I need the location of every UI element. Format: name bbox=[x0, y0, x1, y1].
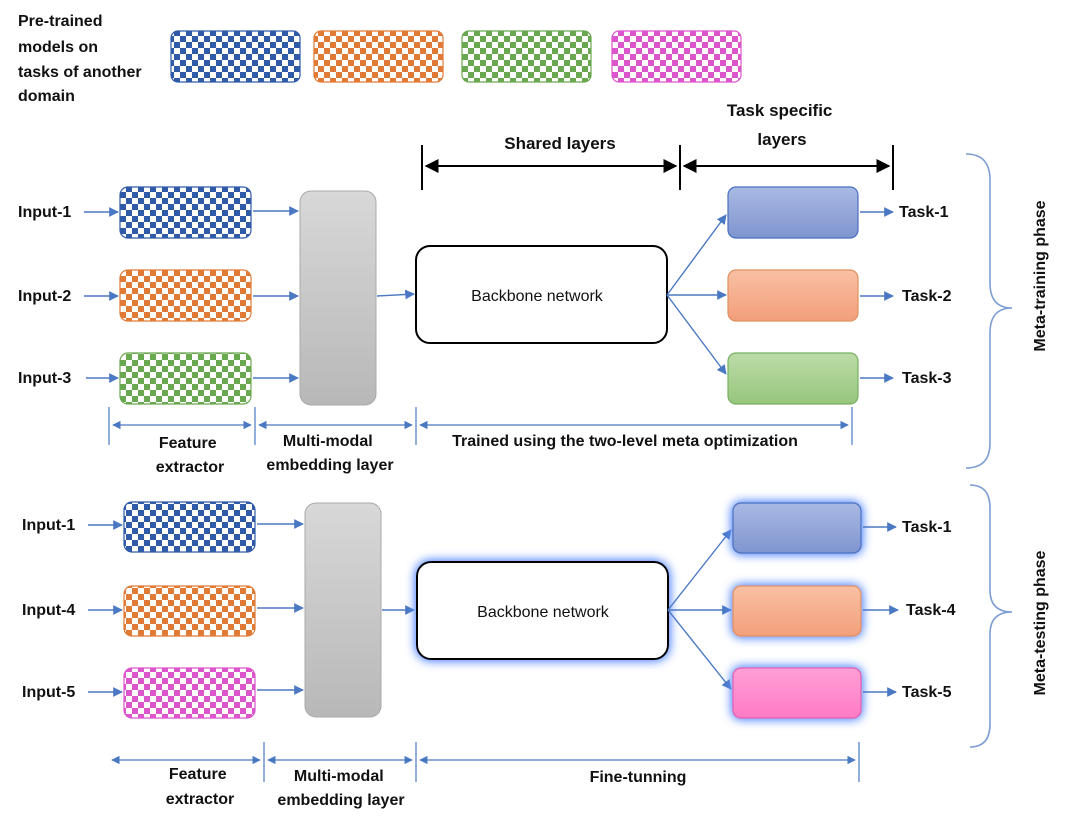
test-task-head-4 bbox=[732, 585, 862, 637]
task-specific-label: Task specific layers bbox=[727, 101, 837, 149]
train-feature-extractor-blue bbox=[119, 186, 252, 239]
train-embedding-caption: Multi-modal embedding layer bbox=[266, 433, 393, 474]
test-task-5-label: Task-5 bbox=[902, 684, 952, 701]
train-input-arrows bbox=[84, 207, 119, 383]
test-feature-extractor-magenta bbox=[123, 667, 256, 719]
pretrained-model-orange bbox=[313, 30, 444, 83]
train-feature-extractor-caption: Feature extractor bbox=[156, 435, 224, 476]
test-task-1-label: Task-1 bbox=[902, 519, 952, 536]
train-task-arrows bbox=[860, 207, 894, 383]
test-feature-extractor-blue bbox=[123, 501, 256, 553]
test-extractor-arrows bbox=[257, 519, 304, 695]
test-backbone-label: Backbone network bbox=[477, 604, 610, 621]
train-trained-caption: Trained using the two-level meta optimiz… bbox=[452, 433, 798, 450]
train-feature-extractor-orange bbox=[119, 269, 252, 322]
test-embedding-layer bbox=[304, 502, 382, 718]
train-task-head-1 bbox=[727, 186, 859, 239]
train-input-2-label: Input-2 bbox=[18, 288, 71, 305]
train-feature-extractor-green bbox=[119, 352, 252, 405]
train-extractor-arrows bbox=[253, 206, 299, 383]
test-backbone-arrows bbox=[667, 529, 732, 690]
train-task-head-2 bbox=[727, 269, 859, 322]
train-input-1-label: Input-1 bbox=[18, 204, 71, 221]
train-task-2-label: Task-2 bbox=[902, 288, 952, 305]
shared-layers-label: Shared layers bbox=[504, 134, 616, 153]
test-input-4-label: Input-4 bbox=[22, 602, 75, 619]
pretrained-label: Pre-trained models on tasks of another d… bbox=[18, 13, 146, 105]
pretrained-model-magenta bbox=[611, 30, 742, 83]
train-backbone-label: Backbone network bbox=[471, 288, 604, 305]
test-span-markers bbox=[111, 742, 860, 782]
train-backbone-arrows bbox=[666, 214, 727, 375]
header-span-markers bbox=[421, 145, 894, 190]
meta-training-phase-label: Meta-training phase bbox=[1032, 200, 1049, 351]
test-embedding-caption: Multi-modal embedding layer bbox=[277, 768, 404, 809]
train-embedding-arrow bbox=[376, 289, 415, 300]
test-input-5-label: Input-5 bbox=[22, 684, 75, 701]
train-task-1-label: Task-1 bbox=[899, 204, 949, 221]
meta-testing-phase-label: Meta-testing phase bbox=[1032, 550, 1049, 695]
meta-testing-brace bbox=[969, 484, 1013, 748]
meta-training-section: Input-1 Input-2 Input-3 Backbone network bbox=[18, 153, 1049, 476]
train-embedding-layer bbox=[299, 190, 377, 406]
train-task-3-label: Task-3 bbox=[902, 370, 952, 387]
test-task-4-label: Task-4 bbox=[906, 602, 956, 619]
test-finetune-caption: Fine-tunning bbox=[590, 769, 687, 786]
train-task-head-3 bbox=[727, 352, 859, 405]
pretrained-model-blue bbox=[170, 30, 301, 83]
pretrained-model-green bbox=[461, 30, 592, 83]
test-task-head-1 bbox=[732, 502, 862, 554]
train-span-markers bbox=[108, 407, 853, 445]
test-task-arrows bbox=[863, 522, 899, 697]
test-input-1-label: Input-1 bbox=[22, 517, 75, 534]
test-feature-extractor-orange bbox=[123, 585, 256, 637]
test-input-arrows bbox=[88, 520, 123, 697]
train-input-3-label: Input-3 bbox=[18, 370, 71, 387]
test-task-head-5 bbox=[732, 667, 862, 719]
meta-testing-section: Input-1 Input-4 Input-5 Backbone network bbox=[22, 484, 1049, 809]
test-feature-extractor-caption: Feature extractor bbox=[166, 766, 234, 808]
meta-training-brace bbox=[965, 153, 1013, 469]
